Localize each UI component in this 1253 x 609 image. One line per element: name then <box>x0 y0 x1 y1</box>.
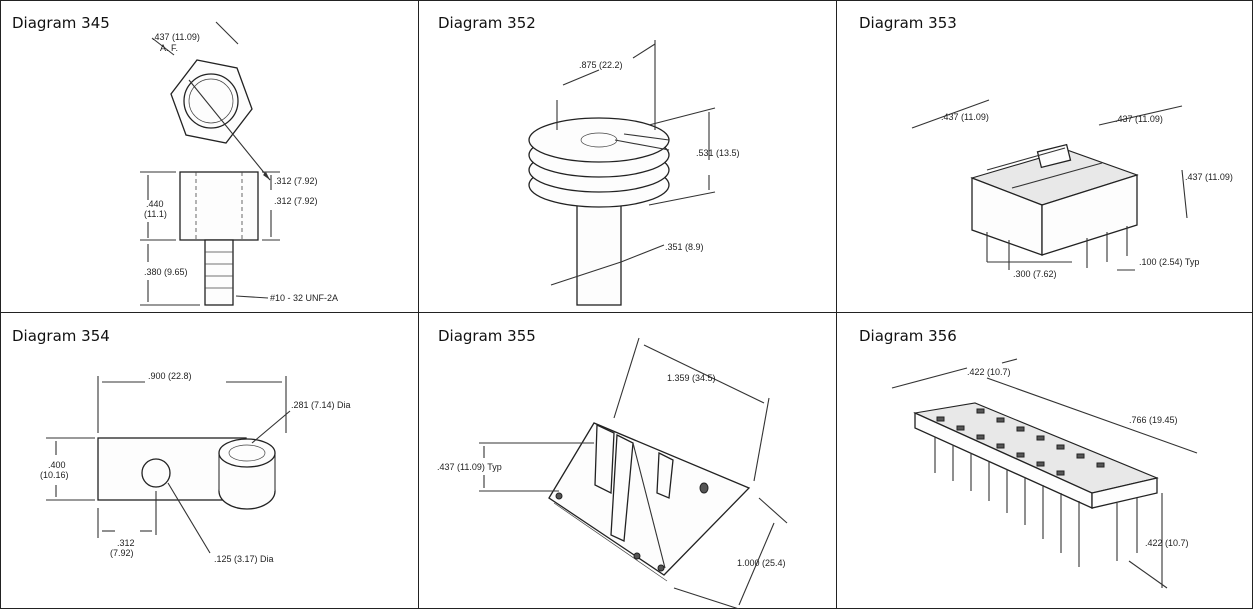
top-disc <box>528 117 670 163</box>
grid-row-divider <box>0 312 1253 313</box>
bore-circle <box>183 73 239 129</box>
label-width: .422 (10.7) <box>967 367 1011 377</box>
stem <box>576 204 622 306</box>
label-height: .422 (10.7) <box>1145 538 1189 548</box>
grid-border-left <box>0 0 1 609</box>
tab-mid <box>610 433 634 542</box>
bracket-drawing: 1.359 (34.5) .437 (11.09) Typ 1.000 (25.… <box>437 337 788 609</box>
diagram-356-cell: Diagram 356 <box>837 313 1253 609</box>
diagram-355-cell: Diagram 355 1.359 (34.5) <box>419 313 836 609</box>
label-hole: .281 (7.14) Dia <box>291 400 351 410</box>
diagram-title: Diagram 356 <box>859 327 957 345</box>
label-height: .400 <box>48 460 66 470</box>
label-af: A. F. <box>160 43 178 53</box>
label-offset-mm: (7.92) <box>110 548 134 558</box>
diagram-353-cell: Diagram 353 .437 (11.09) .437 (11.09) .4… <box>837 0 1253 312</box>
socket-side <box>1041 174 1138 256</box>
label-width: .312 (7.92) <box>274 196 318 206</box>
label-row-spacing: .300 (7.62) <box>1013 269 1057 279</box>
label-width: 1.000 (25.4) <box>737 558 786 568</box>
grooved-stud-drawing: .875 (22.2) .531 (13.5) .351 (8.9) <box>528 40 740 306</box>
label-af-size: .437 (11.09) <box>152 32 200 42</box>
label-right-width: .437 (11.09) <box>1115 114 1163 124</box>
diagram-345-cell: Diagram 345 <box>0 0 418 312</box>
tab-right <box>656 451 674 499</box>
grid-col-divider-2 <box>836 0 837 609</box>
diagram-title: Diagram 352 <box>438 14 536 32</box>
label-thread: #10 - 32 UNF-2A <box>270 293 338 303</box>
label-height: .437 (11.09) <box>1185 172 1233 182</box>
diagram-title: Diagram 355 <box>438 327 536 345</box>
label-length: 1.359 (34.5) <box>667 373 716 383</box>
diagram-352-cell: Diagram 352 .875 (22.2) .531 <box>419 0 836 312</box>
hex-standoff-drawing: .437 (11.09) A. F. .312 (7.92) .440 (11.… <box>140 21 338 306</box>
mounting-hole <box>141 458 171 488</box>
label-height: .440 <box>146 199 164 209</box>
label-height-mm: (10.16) <box>40 470 69 480</box>
threaded-stud <box>204 239 234 306</box>
hex-body-side <box>179 171 259 241</box>
relay-socket-drawing: .437 (11.09) .437 (11.09) .437 (11.09) .… <box>911 99 1233 279</box>
diagram-title: Diagram 345 <box>12 14 110 32</box>
label-height-mm: (11.1) <box>144 209 167 219</box>
tab-left <box>594 423 615 495</box>
socket-end <box>1091 477 1158 509</box>
label-length: .900 (22.8) <box>148 371 192 381</box>
diagram-title: Diagram 353 <box>859 14 957 32</box>
diagram-354-cell: Diagram 354 .9 <box>0 313 418 609</box>
label-pitch: .100 (2.54) Typ <box>1139 257 1199 267</box>
coil-top <box>218 438 276 468</box>
label-stem: .351 (8.9) <box>665 242 704 252</box>
label-diameter: .875 (22.2) <box>579 60 623 70</box>
label-small-hole: .125 (3.17) Dia <box>214 554 274 564</box>
grid-col-divider-1 <box>418 0 419 609</box>
label-length: .766 (19.45) <box>1129 415 1178 425</box>
label-offset: .312 <box>117 538 135 548</box>
terminal-clip-drawing: .900 (22.8) .281 (7.14) Dia .400 (10.16)… <box>40 371 351 564</box>
label-left-width: .437 (11.09) <box>941 112 989 122</box>
diagram-title: Diagram 354 <box>12 327 110 345</box>
bracket-plate <box>548 422 751 576</box>
dip-socket-drawing: .422 (10.7) .766 (19.45) .422 (10.7) <box>891 358 1198 589</box>
grid-border-top <box>0 0 1253 1</box>
label-height: .437 (11.09) Typ <box>437 462 502 472</box>
label-height: .531 (13.5) <box>696 148 740 158</box>
label-diameter: .312 (7.92) <box>274 176 318 186</box>
label-stud: .380 (9.65) <box>144 267 188 277</box>
